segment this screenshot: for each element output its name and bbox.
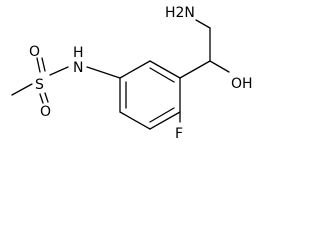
bond-ring-to-chiral-carbon [179,60,211,79]
molecule-drawing: H2N OH F N H S O O [11,5,253,142]
bond-s-to-o-bottom-b [44,92,49,103]
oxygen-bottom-label: O [40,104,51,120]
bond-nh-to-s [49,66,69,76]
ring-bond-c4-c5 [119,111,151,130]
bond-ring-to-nh [86,66,121,79]
ring-double-bond-2 [149,107,175,123]
bond-s-to-o-top-a [36,57,41,73]
bond-s-to-o-bottom-a [39,93,44,104]
sulfur-label: S [35,77,44,93]
bond-s-to-o-top-b [41,57,46,72]
bond-chiral-carbon-to-oh [209,60,230,73]
bond-ch2-to-amine [195,19,211,29]
ring-bond-c1-c2 [149,60,181,79]
benzene-ring [119,60,181,130]
hydroxyl-label: OH [231,76,253,92]
ring-bond-c3-c4 [149,111,181,130]
side-chain [179,19,230,79]
nitrogen-hydrogen-label: H [73,45,84,61]
sulfonamide-group [11,57,121,104]
bond-s-to-methyl [11,83,33,96]
nitrogen-label: N [73,60,83,76]
structure-diagram: H2N OH F N H S O O [11,5,253,142]
ring-bond-c6-c1 [119,60,151,79]
fluorine-label: F [175,126,183,142]
oxygen-top-label: O [29,44,40,60]
amine-label: H2N [165,5,195,21]
ring-double-bond-1 [149,67,175,83]
